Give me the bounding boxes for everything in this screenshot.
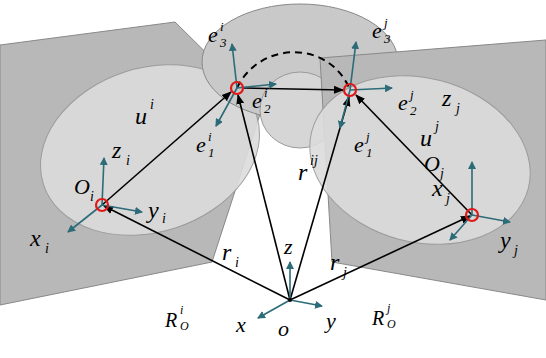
symbol-label: y xyxy=(326,310,336,332)
symbol-label: i xyxy=(235,256,239,270)
symbol-label: u xyxy=(420,126,432,150)
symbol-label: u xyxy=(135,104,147,128)
symbol-label: R xyxy=(165,310,177,330)
symbol-label: j xyxy=(343,266,347,280)
symbol-label: y xyxy=(500,228,511,252)
symbol-label: 1 xyxy=(366,146,373,159)
symbol-label: z xyxy=(284,236,293,258)
symbol-label: e xyxy=(196,134,206,156)
symbol-label: r xyxy=(298,160,307,184)
symbol-label: i xyxy=(220,20,224,33)
symbol-label: 2 xyxy=(410,104,417,117)
symbol-label: j xyxy=(456,102,460,116)
symbol-label: j xyxy=(435,120,439,134)
symbol-label: z xyxy=(442,86,451,110)
symbol-label: i xyxy=(45,242,49,256)
symbol-label: i xyxy=(180,304,183,316)
symbol-label: R xyxy=(372,308,384,328)
symbol-label: y xyxy=(148,198,159,222)
symbol-label: e xyxy=(252,90,262,112)
symbol-label: O xyxy=(74,176,90,198)
symbol-label: i xyxy=(264,86,268,99)
symbol-label: O xyxy=(180,320,189,332)
symbol-label: i xyxy=(150,98,154,112)
symbol-label: o xyxy=(278,318,289,340)
symbol-label: j xyxy=(514,244,518,258)
symbol-label: j xyxy=(446,192,450,206)
symbol-label: e xyxy=(208,24,218,46)
symbol-label: j xyxy=(366,130,370,143)
symbol-label: j xyxy=(387,302,390,314)
symbol-label: e xyxy=(354,134,364,156)
symbol-label: i xyxy=(126,154,130,168)
symbol-label: e xyxy=(398,92,408,114)
symbol-label: r xyxy=(222,240,231,264)
symbol-label: z xyxy=(112,138,121,162)
symbol-label: 2 xyxy=(264,102,271,115)
symbol-label: x xyxy=(30,226,41,250)
symbol-label: x xyxy=(432,176,443,200)
symbol-label: i xyxy=(208,130,212,143)
symbol-label: j xyxy=(410,88,414,101)
symbol-label: e xyxy=(372,20,382,42)
symbol-label: 3 xyxy=(220,36,227,49)
symbol-label: r xyxy=(330,250,339,274)
symbol-label: i xyxy=(162,212,166,226)
symbol-label: O xyxy=(424,153,440,175)
symbol-label: i xyxy=(90,190,94,204)
symbol-label: 3 xyxy=(384,32,391,45)
symbol-label: 1 xyxy=(208,146,215,159)
symbol-label: O xyxy=(387,318,396,330)
symbol-label: ij xyxy=(310,154,318,168)
symbol-label: j xyxy=(384,16,388,29)
symbol-label: x xyxy=(236,314,246,336)
